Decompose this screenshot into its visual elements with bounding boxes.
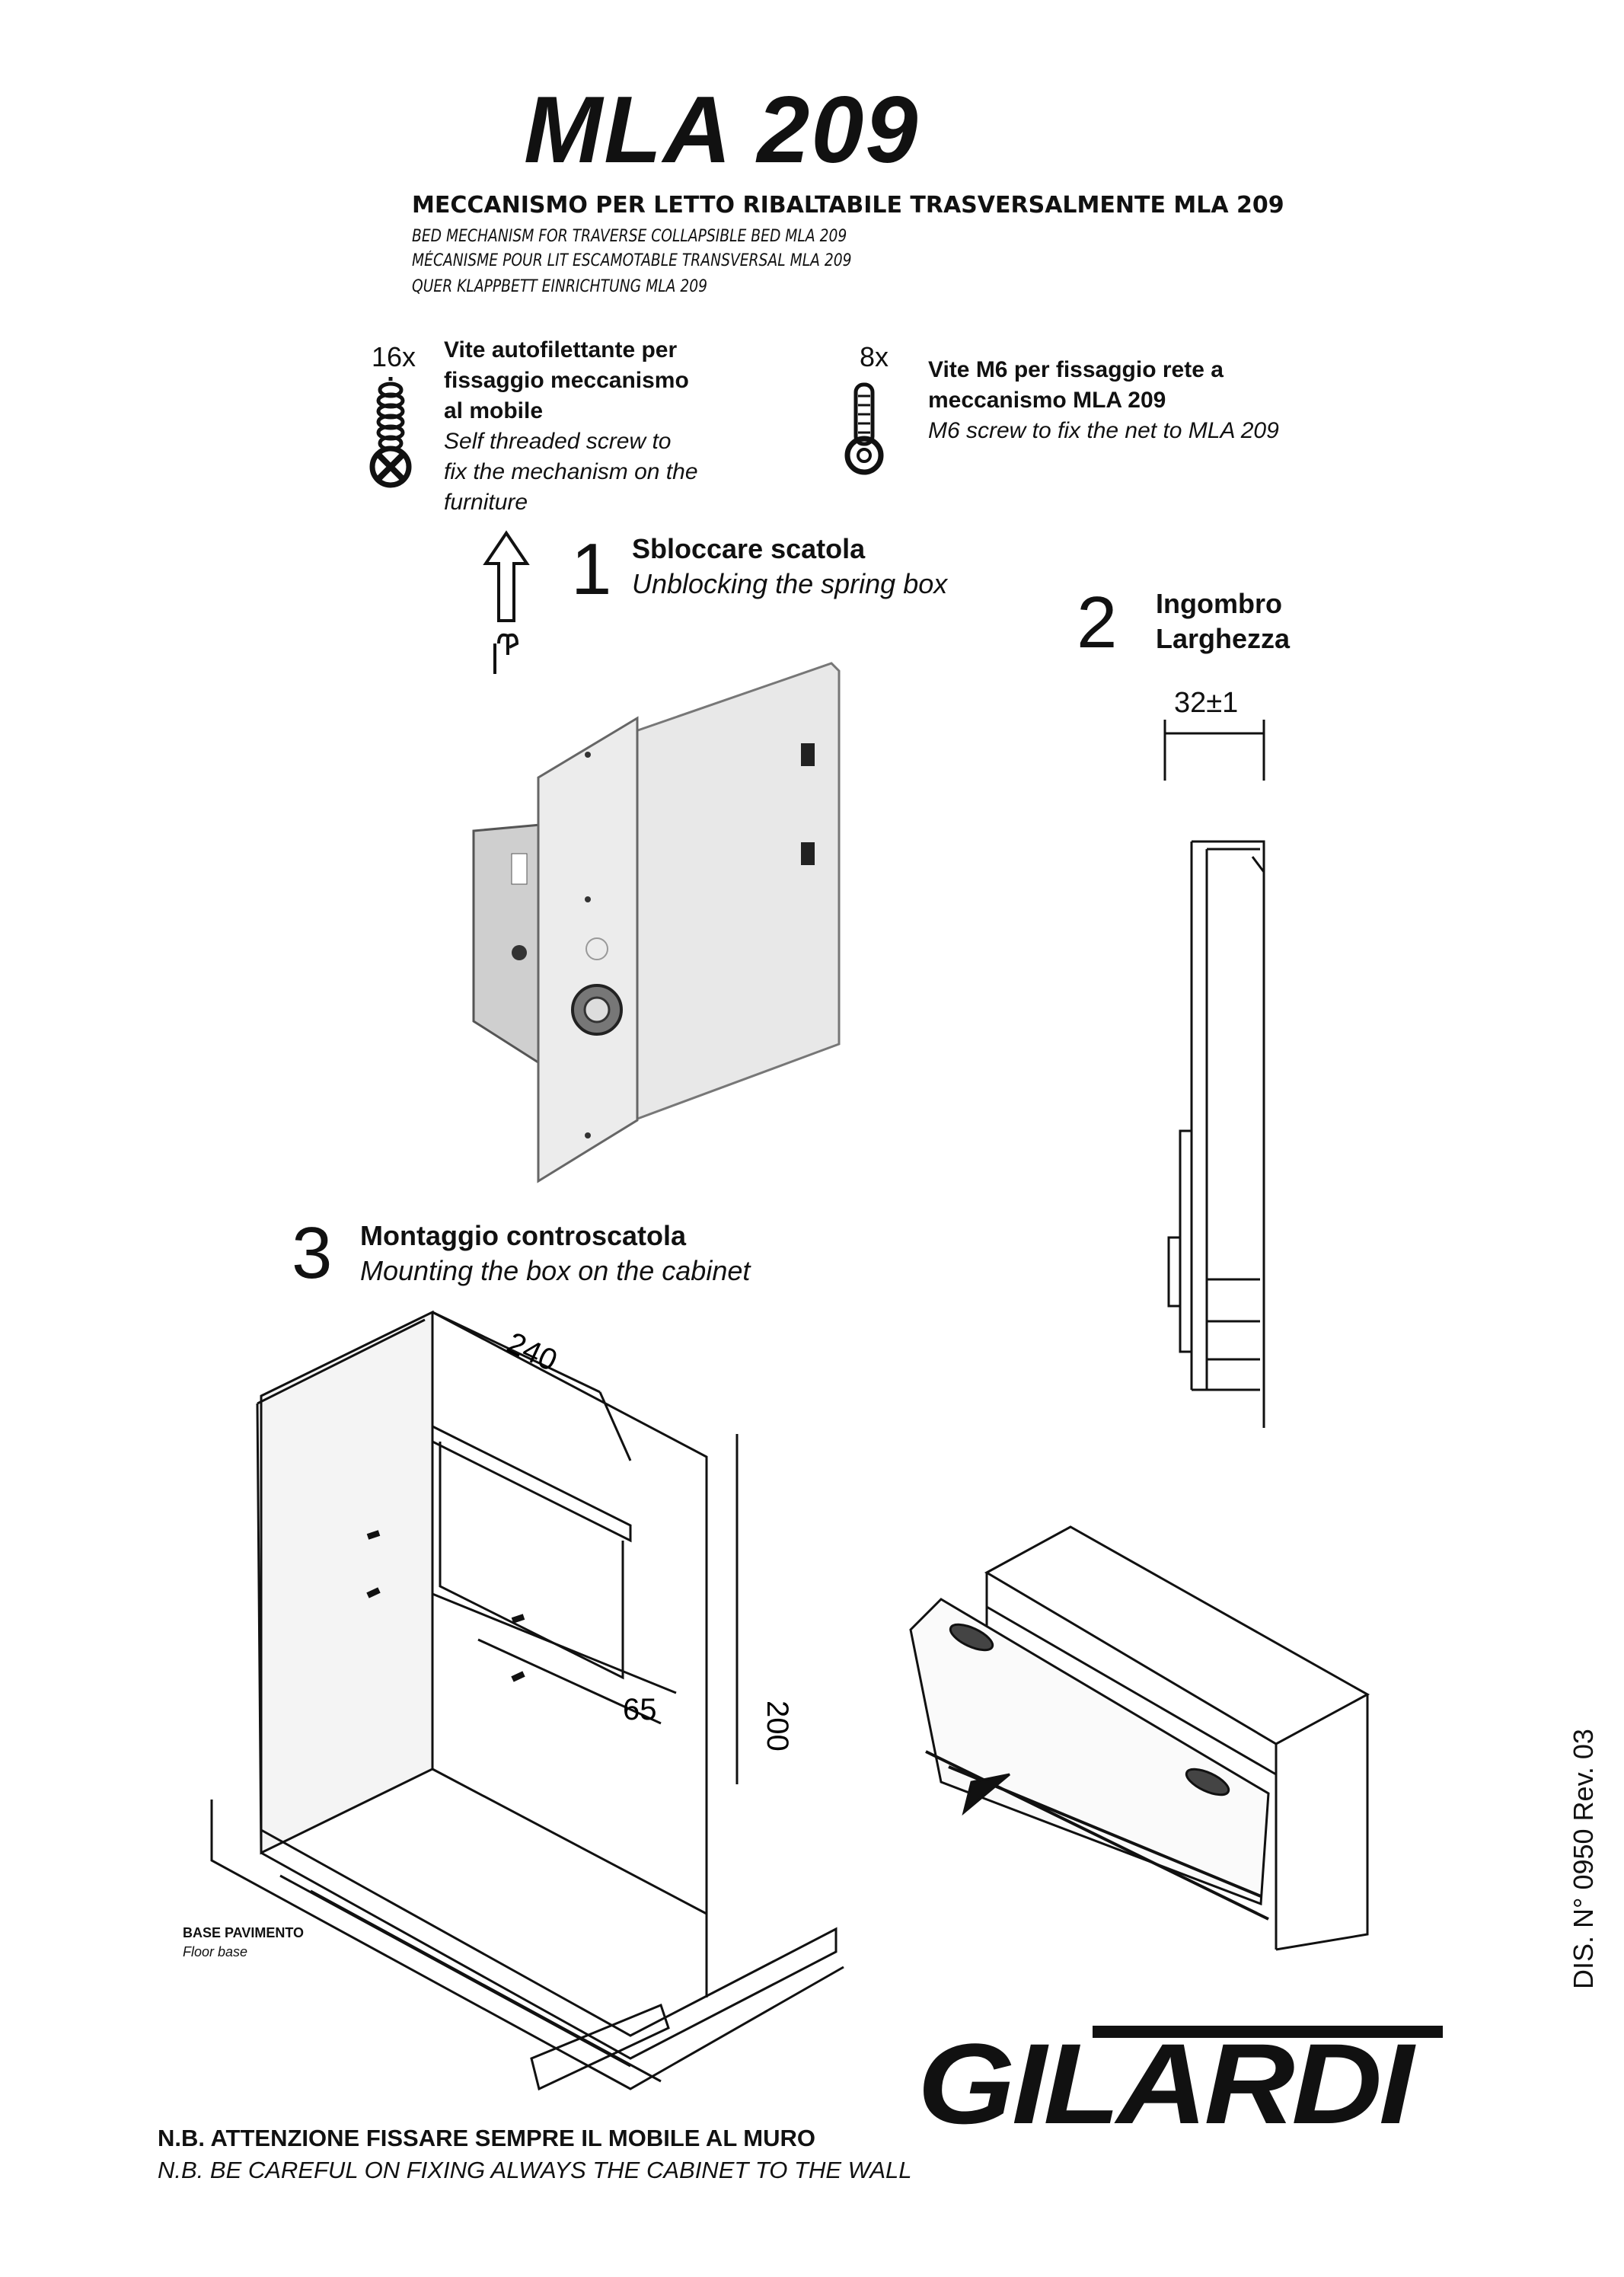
warning-italian: N.B. ATTENZIONE FISSARE SEMPRE IL MOBILE… [158, 2125, 816, 2151]
gilardi-logo: GILARDI [917, 2018, 1443, 2148]
part-1-it-line: fissaggio meccanismo [444, 368, 689, 393]
part-2-en-line: M6 screw to fix the net to MLA 209 [928, 418, 1279, 443]
part-1-it-line: al mobile [444, 398, 544, 423]
document-title: MLA 209 [524, 78, 920, 183]
step-3-italian: Montaggio controscatola [360, 1220, 687, 1251]
side-view-drawing [1163, 720, 1265, 1428]
step-3-english: Mounting the box on the cabinet [360, 1255, 751, 1286]
brand-name: GILARDI [917, 2020, 1414, 2148]
step-1-english: Unblocking the spring box [632, 568, 948, 599]
step-2-line: Ingombro [1156, 588, 1282, 619]
dimension-65: 65 [623, 1693, 657, 1726]
part-1-en-line: Self threaded screw to [444, 429, 672, 454]
part-2-quantity: 8x [860, 341, 889, 372]
header-italian: MECCANISMO PER LETTO RIBALTABILE TRASVER… [412, 192, 1284, 219]
header-english: BED MECHANISM FOR TRAVERSE COLLAPSIBLE B… [412, 227, 847, 246]
step-2-number: 2 [1077, 582, 1118, 663]
part-2-it-line: Vite M6 per fissaggio rete a [928, 357, 1224, 382]
up-arrow-icon [483, 530, 530, 674]
header-german: QUER KLAPPBETT EINRICHTUNG MLA 209 [412, 277, 708, 296]
part-1-en-line: furniture [444, 490, 528, 515]
step-1-italian: Sbloccare scatola [632, 533, 866, 564]
dimension-200: 200 [761, 1701, 794, 1752]
header-french: MÉCANISME POUR LIT ESCAMOTABLE TRANSVERS… [412, 251, 852, 270]
floor-label-italian: BASE PAVIMENTO [183, 1925, 305, 1940]
floor-label-english: Floor base [183, 1944, 248, 1959]
part-1-it-line: Vite autofilettante per [444, 337, 678, 362]
warning-english: N.B. BE CAREFUL ON FIXING ALWAYS THE CAB… [158, 2157, 912, 2183]
cabinet-mounting-drawing: 240 65 200 [210, 1310, 844, 2091]
m6-screw-icon [844, 382, 884, 475]
part-2-it-line: meccanismo MLA 209 [928, 388, 1166, 413]
part-1-quantity: 16x [372, 341, 416, 372]
mechanism-illustration [472, 662, 841, 1183]
step-3-number: 3 [292, 1212, 333, 1294]
drawing-number: DIS. N° 0950 Rev. 03 [1568, 1729, 1599, 1989]
step-2-line: Larghezza [1156, 623, 1291, 654]
part-1-en-line: fix the mechanism on the [444, 459, 698, 484]
folding-bed-illustration [909, 1525, 1370, 1951]
step-1-number: 1 [571, 529, 612, 610]
width-dimension: 32±1 [1174, 687, 1239, 719]
self-threaded-screw-icon [369, 377, 412, 488]
